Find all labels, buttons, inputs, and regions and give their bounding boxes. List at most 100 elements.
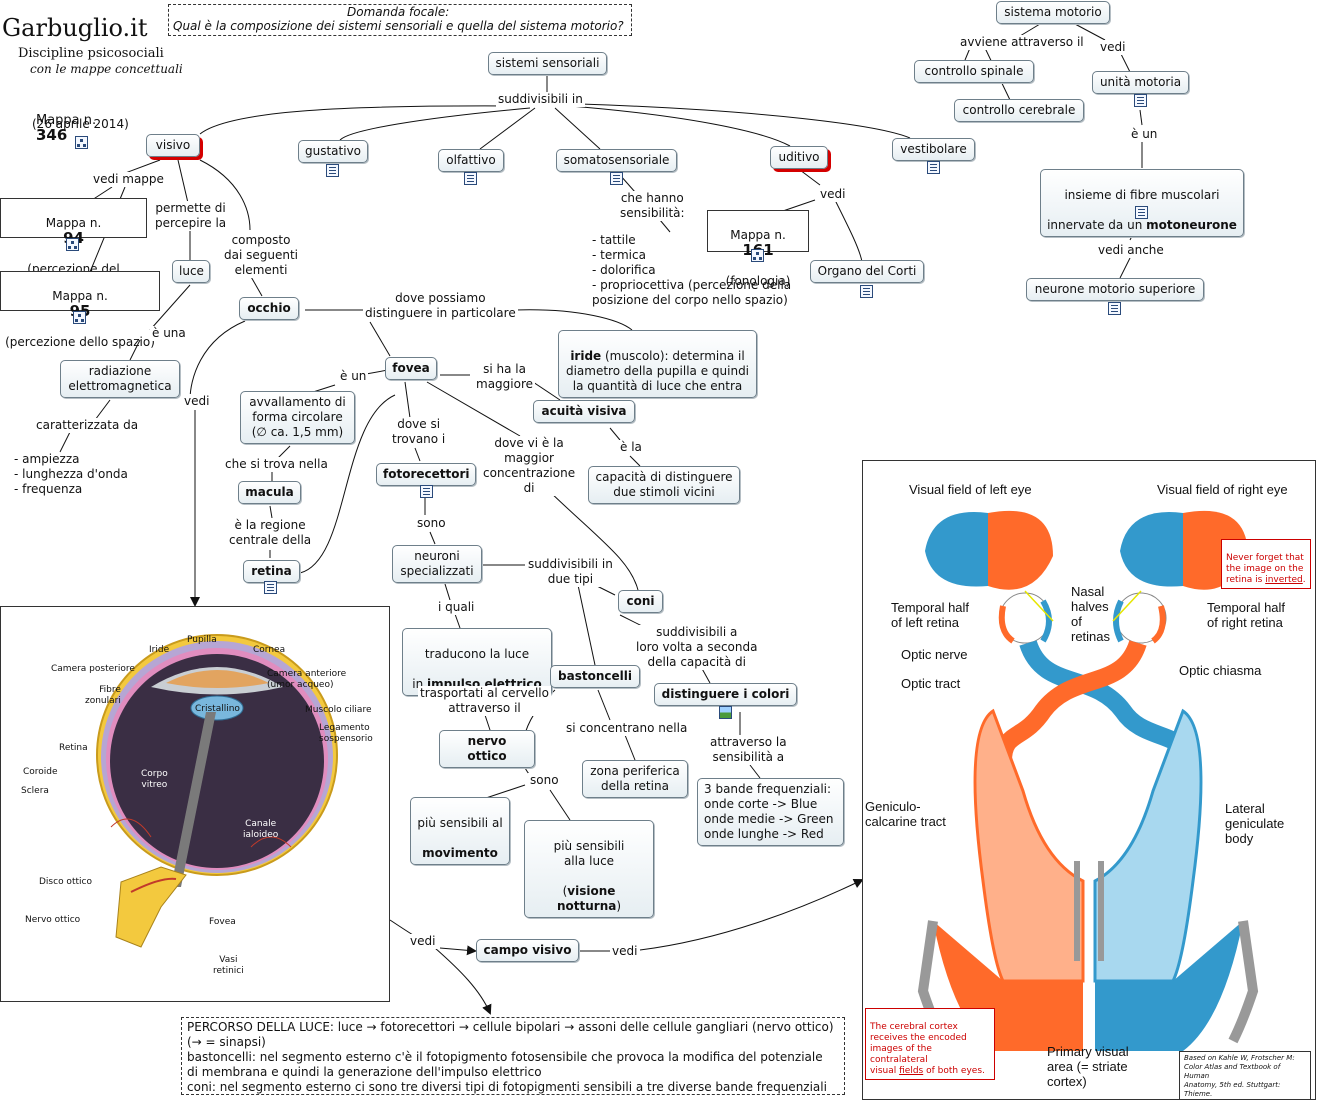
eye-label-pupilla: Pupilla [187,635,217,645]
node-uditivo[interactable]: uditivo [770,146,828,169]
eye-label-canale: Canale ialoideo [243,819,279,840]
node-sistema-motorio[interactable]: sistema motorio [996,1,1110,24]
label-e-un-motoria: è un [1129,127,1160,142]
document-icon[interactable] [1134,94,1147,107]
label-optic-tract: Optic tract [901,676,961,691]
label-vedi-motorio: vedi [1098,40,1128,55]
document-icon[interactable] [610,172,623,185]
node-iride[interactable]: iride (muscolo): determina il diametro d… [558,330,757,398]
document-icon[interactable] [326,164,339,177]
node-traducono[interactable]: traducono la luce in impulso elettrico [402,628,552,696]
node-fibre-muscolari[interactable]: insieme di fibre muscolari innervate da … [1040,169,1244,237]
node-radiazione[interactable]: radiazione elettromagnetica [60,360,180,398]
label-suddivisibili-in: suddivisibili in [496,92,585,107]
map-date: (26 aprile 2014) [32,117,129,131]
node-controllo-cerebrale[interactable]: controllo cerebrale [954,99,1084,122]
label-si-ha-la: si ha la maggiore [474,362,536,392]
document-icon[interactable] [1108,302,1121,315]
document-icon[interactable] [1135,206,1148,219]
node-somatosensoriale[interactable]: somatosensoriale [556,149,677,172]
concept-map-icon[interactable] [73,311,86,324]
document-icon[interactable] [464,172,477,185]
label-suddivisibili-seconda: suddivisibili a loro volta a seconda del… [634,625,760,670]
eye-label-legamento: Legamento sospensorio [319,723,373,744]
label-avviene: avviene attraverso il [958,35,1086,50]
node-unita-motoria[interactable]: unità motoria [1092,71,1189,94]
traducono-line2: in [412,677,428,691]
label-temporal-right: Temporal half of right retina [1207,600,1286,630]
fibre-bold: motoneurone [1146,218,1237,232]
label-e-la: è la [618,440,644,455]
label-sono-2: sono [528,773,561,788]
note-inverted: Never forget that the image on the retin… [1221,539,1311,589]
node-movimento[interactable]: più sensibili al movimento [410,797,510,865]
label-optic-chiasma: Optic chiasma [1179,663,1262,678]
notturna-bold: visione notturna [556,884,617,913]
node-nervo-ottico[interactable]: nervo ottico [439,730,535,768]
document-icon[interactable] [420,485,433,498]
node-macula[interactable]: macula [238,481,301,504]
concept-map-icon[interactable] [66,238,79,251]
node-gustativo[interactable]: gustativo [298,140,368,163]
eye-label-muscolo: Muscolo ciliare [305,705,372,715]
node-bastoncelli[interactable]: bastoncelli [550,665,640,688]
ref-map-95[interactable]: Mappa n. 95 (percezione dello spazio) [0,271,160,349]
image-icon[interactable] [719,706,732,719]
concept-map-icon[interactable] [751,249,764,262]
ref-94-prefix: Mappa n. [45,216,102,230]
label-composto: composto dai seguenti elementi [222,233,301,278]
node-vestibolare[interactable]: vestibolare [892,138,975,161]
node-fovea[interactable]: fovea [385,357,437,380]
eye-label-coroide: Coroide [23,767,58,777]
node-coni[interactable]: coni [618,590,663,613]
node-campo-visivo[interactable]: campo visivo [476,939,579,962]
ref-map-94[interactable]: Mappa n. 94 (percezione del colore) [0,198,147,291]
visual-pathway-illustration [917,510,1259,1051]
node-fotorecettori[interactable]: fotorecettori [376,463,476,486]
focus-title: Domanda focale: [347,5,450,19]
document-icon[interactable] [927,161,940,174]
note-inverted-text: Never forget that the image on the retin… [1226,553,1304,585]
node-occhio[interactable]: occhio [239,297,299,320]
document-icon[interactable] [264,581,277,594]
concept-map-icon[interactable] [75,136,88,149]
document-icon[interactable] [860,285,873,298]
label-i-quali: i quali [436,600,477,615]
fibre-line1: insieme di fibre muscolari [1064,188,1220,202]
ref-161-sub: (fonologia) [725,274,791,288]
fibre-line2: innervate da un [1047,218,1147,232]
node-olfattivo[interactable]: olfattivo [438,149,504,172]
node-acuita-visiva[interactable]: acuità visiva [533,400,635,423]
iride-text: (muscolo): determina il diametro della p… [565,349,750,393]
node-neurone-superiore[interactable]: neurone motorio superiore [1026,278,1204,301]
node-sistemi-sensoriali[interactable]: sistemi sensoriali [488,52,607,75]
node-bande[interactable]: 3 bande frequenziali: onde corte -> Blue… [697,778,844,846]
label-che-hanno: che hanno sensibilità: [618,191,687,221]
label-vedi-uditivo: vedi [818,187,848,202]
label-geniculo: Geniculo- calcarine tract [865,799,946,829]
node-visione-notturna[interactable]: più sensibili alla luce (visione notturn… [524,820,654,918]
map-number: Mappa n. 346 [36,98,96,144]
node-zona-periferica[interactable]: zona periferica della retina [582,760,688,798]
node-distinguere-colori[interactable]: distinguere i colori [654,683,797,706]
label-suddivisibili-due: suddivisibili in due tipi [526,557,615,587]
node-neuroni[interactable]: neuroni specializzati [392,545,482,583]
node-retina[interactable]: retina [243,560,300,583]
label-permette: permette di percepire la [153,201,229,231]
node-luce[interactable]: luce [172,260,210,283]
node-controllo-spinale[interactable]: controllo spinale [914,60,1034,83]
notturna-line1: più sensibili alla luce [553,839,625,868]
node-avvallamento[interactable]: avvallamento di forma circolare (∅ ca. 1… [240,391,355,444]
ref-map-161[interactable]: Mappa n. 161 (fonologia) [707,210,809,288]
node-organo-corti[interactable]: Organo del Corti [810,260,924,283]
node-capacita[interactable]: capacità di distinguere due stimoli vici… [588,466,740,504]
node-visivo[interactable]: visivo [146,134,200,157]
percorso-line-5: coni: nel segmento esterno ci sono tre d… [187,1080,827,1094]
label-dove-possiamo: dove possiamo distinguere in particolare [363,291,518,321]
eye-label-camera-anteriore: Camera anteriore (umor acqueo) [267,669,347,690]
percorso-luce-note: PERCORSO DELLA LUCE: luce → fotorecettor… [181,1017,845,1095]
visual-pathway-panel: Visual field of left eye Visual field of… [862,460,1316,1100]
label-trasportati: trasportati al cervello attraverso il [418,686,551,716]
label-right-field: Visual field of right eye [1157,482,1288,497]
